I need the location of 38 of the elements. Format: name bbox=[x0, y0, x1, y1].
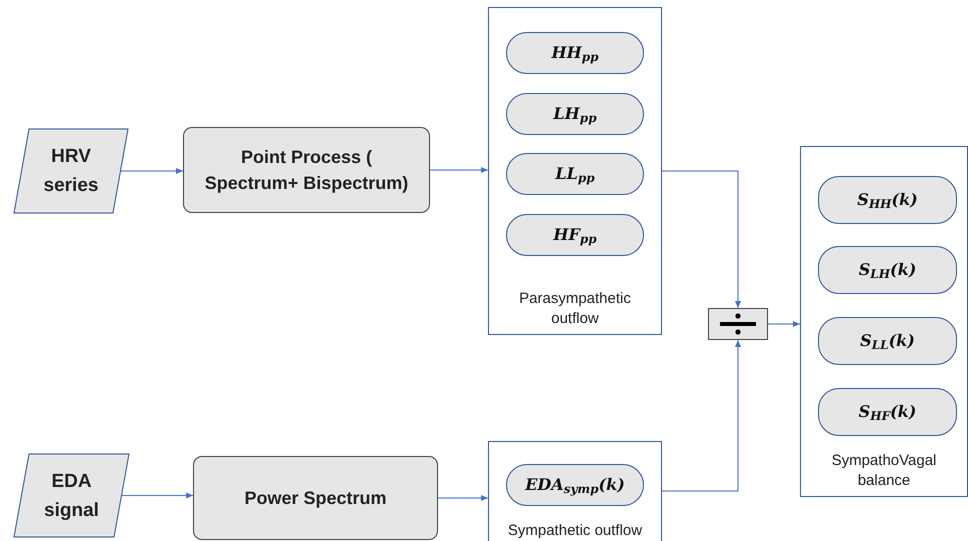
math-label: HH$_{pp}$ bbox=[551, 42, 598, 65]
feature-pill bbox=[506, 464, 644, 506]
ratio-pill bbox=[818, 246, 957, 294]
arrow bbox=[120, 168, 184, 174]
math-label: EDA$_{symp}$(k) bbox=[525, 474, 625, 497]
process-box bbox=[193, 456, 438, 540]
arrow bbox=[662, 340, 741, 492]
math-label: S$_{LL}$(k) bbox=[860, 330, 915, 353]
panel-caption: Parasympathetic outflow bbox=[518, 289, 632, 329]
ratio-pill bbox=[818, 388, 957, 436]
input-label: HRV series bbox=[42, 145, 100, 198]
process-label: Power Spectrum bbox=[243, 487, 388, 510]
ratio-pill bbox=[818, 317, 957, 365]
math-label: LL$_{pp}$ bbox=[555, 163, 595, 186]
arrow bbox=[430, 167, 488, 173]
input-label: EDA signal bbox=[43, 470, 100, 522]
panel-caption: Sympathetic outflow bbox=[508, 521, 642, 541]
feature-pill bbox=[506, 93, 644, 135]
output-panel bbox=[800, 146, 968, 497]
math-label: HF$_{pp}$ bbox=[553, 224, 597, 247]
feature-pill bbox=[506, 214, 644, 256]
math-label: LH$_{pp}$ bbox=[553, 103, 597, 126]
arrow bbox=[768, 321, 800, 327]
math-label: S$_{HF}$(k) bbox=[858, 401, 916, 424]
feature-pill bbox=[506, 153, 644, 195]
process-label: Point Process ( Spectrum+ Bispectrum) bbox=[204, 146, 410, 195]
feature-pill bbox=[506, 32, 644, 74]
output-panel bbox=[488, 441, 662, 541]
ratio-pill bbox=[818, 176, 957, 224]
process-box bbox=[183, 127, 430, 213]
math-label: S$_{LH}$(k) bbox=[858, 259, 916, 282]
arrow bbox=[120, 492, 194, 498]
arrow bbox=[438, 495, 488, 501]
math-label: S$_{HH}$(k) bbox=[857, 189, 918, 212]
panel-caption: SympathoVagal balance bbox=[830, 451, 938, 491]
arrow bbox=[662, 170, 741, 308]
division-operator-box bbox=[708, 308, 768, 340]
output-panel bbox=[488, 7, 662, 335]
